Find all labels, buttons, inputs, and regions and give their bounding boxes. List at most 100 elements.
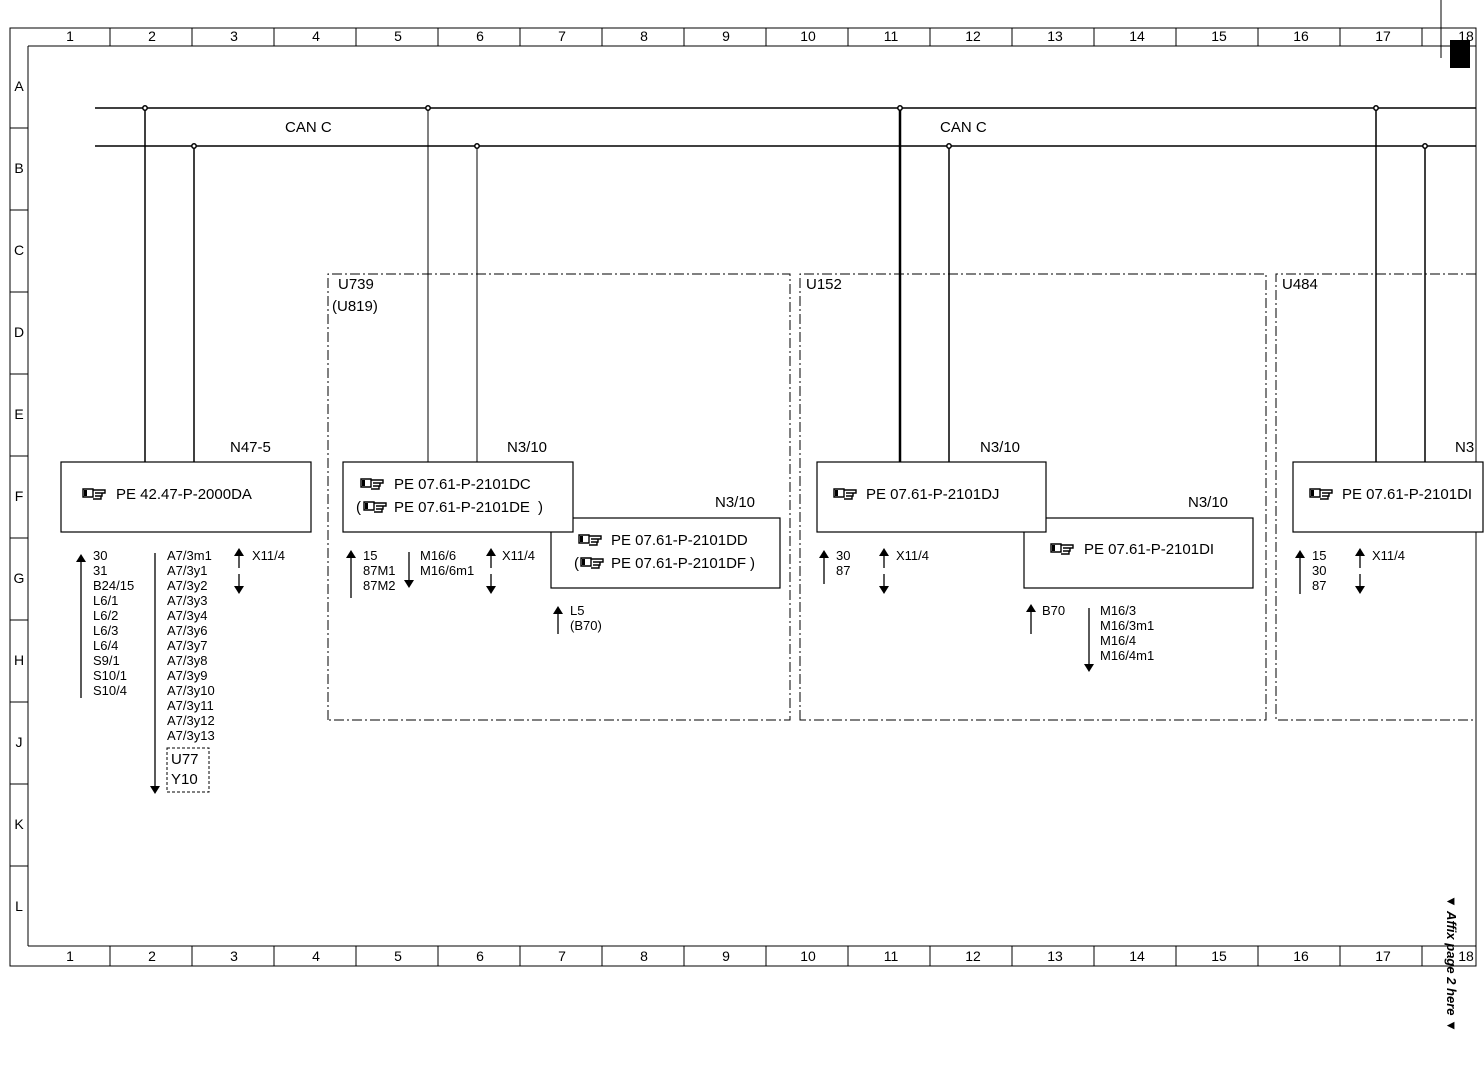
col-label: 11 xyxy=(884,948,899,964)
row-label: A xyxy=(14,78,24,94)
col-label: 5 xyxy=(394,28,402,44)
signal-code: M16/3m1 xyxy=(1100,618,1154,633)
col-label: 14 xyxy=(1129,28,1145,44)
signal-code: B70 xyxy=(1042,603,1065,618)
row-label: L xyxy=(15,898,23,914)
module-boxes xyxy=(60,461,1484,589)
signal-code: L6/3 xyxy=(93,623,118,638)
col-label: 16 xyxy=(1293,948,1309,964)
signal-code: 15 xyxy=(1312,548,1326,563)
col-label: 4 xyxy=(312,948,320,964)
col-label: 9 xyxy=(722,948,730,964)
signal-code: A7/3y8 xyxy=(167,653,207,668)
col-label: 3 xyxy=(230,948,238,964)
col-label: 3 xyxy=(230,28,238,44)
col-label: 14 xyxy=(1129,948,1145,964)
col-label: 13 xyxy=(1047,28,1063,44)
signal-code: S10/1 xyxy=(93,668,127,683)
signal-code: S9/1 xyxy=(93,653,120,668)
reference-code: PE 07.61-P-2101DE xyxy=(394,499,530,516)
signal-code: A7/3y13 xyxy=(167,728,215,743)
signal-code: 30 xyxy=(93,548,107,563)
reference-code: PE 07.61-P-2101DI xyxy=(1342,486,1472,503)
signal-code: A7/3y7 xyxy=(167,638,207,653)
reference-code: PE 42.47-P-2000DA xyxy=(116,486,252,503)
col-label: 18 xyxy=(1458,948,1474,964)
col-label: 11 xyxy=(884,28,899,44)
row-label: F xyxy=(15,488,24,504)
bus-drops xyxy=(142,105,1428,462)
signal-code: 15 xyxy=(363,548,377,563)
option-code: Y10 xyxy=(171,771,198,788)
col-label: 4 xyxy=(312,28,320,44)
col-label: 6 xyxy=(476,948,484,964)
signal-code: A7/3y2 xyxy=(167,578,207,593)
crop-mark xyxy=(1440,0,1470,68)
col-label: 10 xyxy=(800,28,816,44)
signal-code: 87M1 xyxy=(363,563,396,578)
signal-code: A7/3y11 xyxy=(167,698,214,713)
n47-outputs: A7/3m1 A7/3y1 A7/3y2 A7/3y3 A7/3y4 A7/3y… xyxy=(167,548,215,743)
signal-code: 30 xyxy=(1312,563,1326,578)
signal-code: L5 xyxy=(570,603,584,618)
module-label: N3/10 xyxy=(1188,494,1228,511)
col-label: 6 xyxy=(476,28,484,44)
option-code: U77 xyxy=(171,751,199,768)
signal-code: A7/3y9 xyxy=(167,668,207,683)
col-label: 5 xyxy=(394,948,402,964)
reference-code: PE 07.61-P-2101DJ xyxy=(866,486,999,503)
col-label: 1 xyxy=(66,948,74,964)
reference-code: PE 07.61-P-2101DI xyxy=(1084,541,1214,558)
reference-paren: ) xyxy=(538,499,543,516)
col-label: 7 xyxy=(558,948,566,964)
option-groups xyxy=(327,273,1476,721)
col-label: 12 xyxy=(965,948,981,964)
signal-code: A7/3m1 xyxy=(167,548,212,563)
row-ruler: A B C D E F G H J K L xyxy=(14,78,25,914)
col-label: 17 xyxy=(1375,28,1391,44)
row-label: C xyxy=(14,242,24,258)
connector-code: X11/4 xyxy=(502,548,535,563)
row-label: G xyxy=(14,570,25,586)
reference-code: PE 07.61-P-2101DF xyxy=(611,555,746,572)
signal-code: 87M2 xyxy=(363,578,396,593)
reference-paren: ( xyxy=(356,499,361,516)
signal-code: L6/2 xyxy=(93,608,118,623)
signal-code: B24/15 xyxy=(93,578,134,593)
can-bus-label: CAN C xyxy=(285,119,332,136)
col-label: 2 xyxy=(148,948,156,964)
col-label: 12 xyxy=(965,28,981,44)
row-label: K xyxy=(14,816,24,832)
signal-code: S10/4 xyxy=(93,683,127,698)
col-label: 8 xyxy=(640,28,648,44)
bottom-ruler: 1 2 3 4 5 6 7 8 9 10 11 12 13 14 15 16 1… xyxy=(66,948,1474,964)
connector-code: X11/4 xyxy=(252,548,285,563)
col-label: 9 xyxy=(722,28,730,44)
signal-code: M16/4 xyxy=(1100,633,1136,648)
signal-code: A7/3y4 xyxy=(167,608,207,623)
module-label: N3 xyxy=(1455,439,1474,456)
signal-code: M16/6m1 xyxy=(420,563,474,578)
affix-note: ▼ Affix page 2 here ▼ xyxy=(1444,895,1459,1032)
col-label: 8 xyxy=(640,948,648,964)
reference-paren: ) xyxy=(750,555,755,572)
group-alt-code: (U819) xyxy=(332,298,378,315)
module-label: N47-5 xyxy=(230,439,271,456)
col-label: 16 xyxy=(1293,28,1309,44)
signal-code: L6/1 xyxy=(93,593,118,608)
signal-code: 31 xyxy=(93,563,107,578)
module-label: N3/10 xyxy=(715,494,755,511)
signal-code: 87 xyxy=(1312,578,1326,593)
module-label: N3/10 xyxy=(980,439,1020,456)
col-label: 13 xyxy=(1047,948,1063,964)
signal-code: M16/6 xyxy=(420,548,456,563)
signal-code: A7/3y3 xyxy=(167,593,207,608)
signal-code: M16/4m1 xyxy=(1100,648,1154,663)
signal-code: M16/3 xyxy=(1100,603,1136,618)
reference-code: PE 07.61-P-2101DC xyxy=(394,476,531,493)
signal-code: A7/3y12 xyxy=(167,713,215,728)
signal-code: 30 xyxy=(836,548,850,563)
signal-code: L6/4 xyxy=(93,638,118,653)
reference-texts: PE 42.47-P-2000DA PE 07.61-P-2101DC ( PE… xyxy=(116,476,1472,572)
signal-arrows xyxy=(76,548,1365,794)
